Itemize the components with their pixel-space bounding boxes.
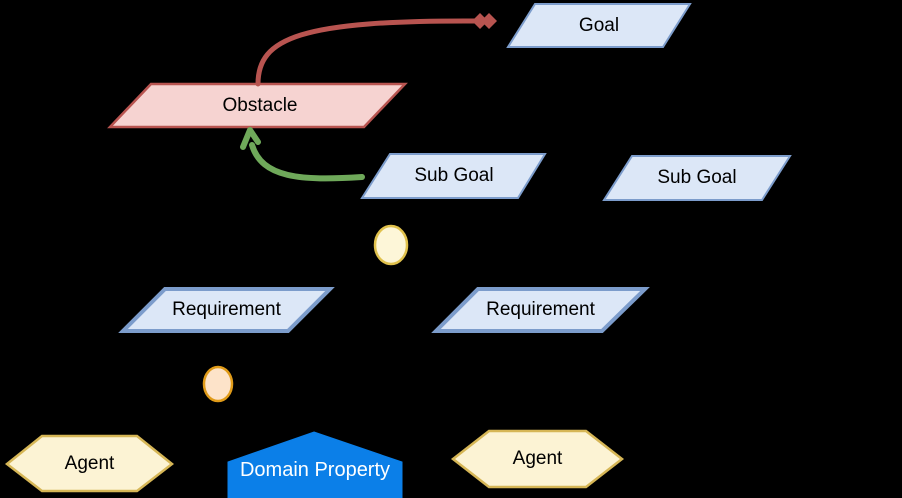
edge-resolution-line[interactable] <box>249 142 365 182</box>
edge-obstruction-terminator-2 <box>472 13 488 29</box>
edge-obstruction-line[interactable] <box>255 18 481 87</box>
node-requirement1-shape[interactable] <box>118 287 335 333</box>
node-agent2-shape[interactable] <box>450 429 625 489</box>
node-subgoal2-shape[interactable] <box>602 155 792 201</box>
node-agent1-shape[interactable] <box>4 434 175 493</box>
node-subgoal1-shape[interactable] <box>360 153 547 199</box>
node-domainprop-shape[interactable] <box>227 431 403 498</box>
node-goal-shape[interactable] <box>506 3 692 48</box>
node-refine1-shape[interactable] <box>373 224 409 266</box>
node-obstacle-shape[interactable] <box>107 82 408 129</box>
node-refine2-shape[interactable] <box>202 365 234 403</box>
edge-resolution-arrowhead <box>240 127 261 150</box>
node-requirement2-shape[interactable] <box>431 287 650 333</box>
edge-obstruction-terminator <box>481 13 497 29</box>
